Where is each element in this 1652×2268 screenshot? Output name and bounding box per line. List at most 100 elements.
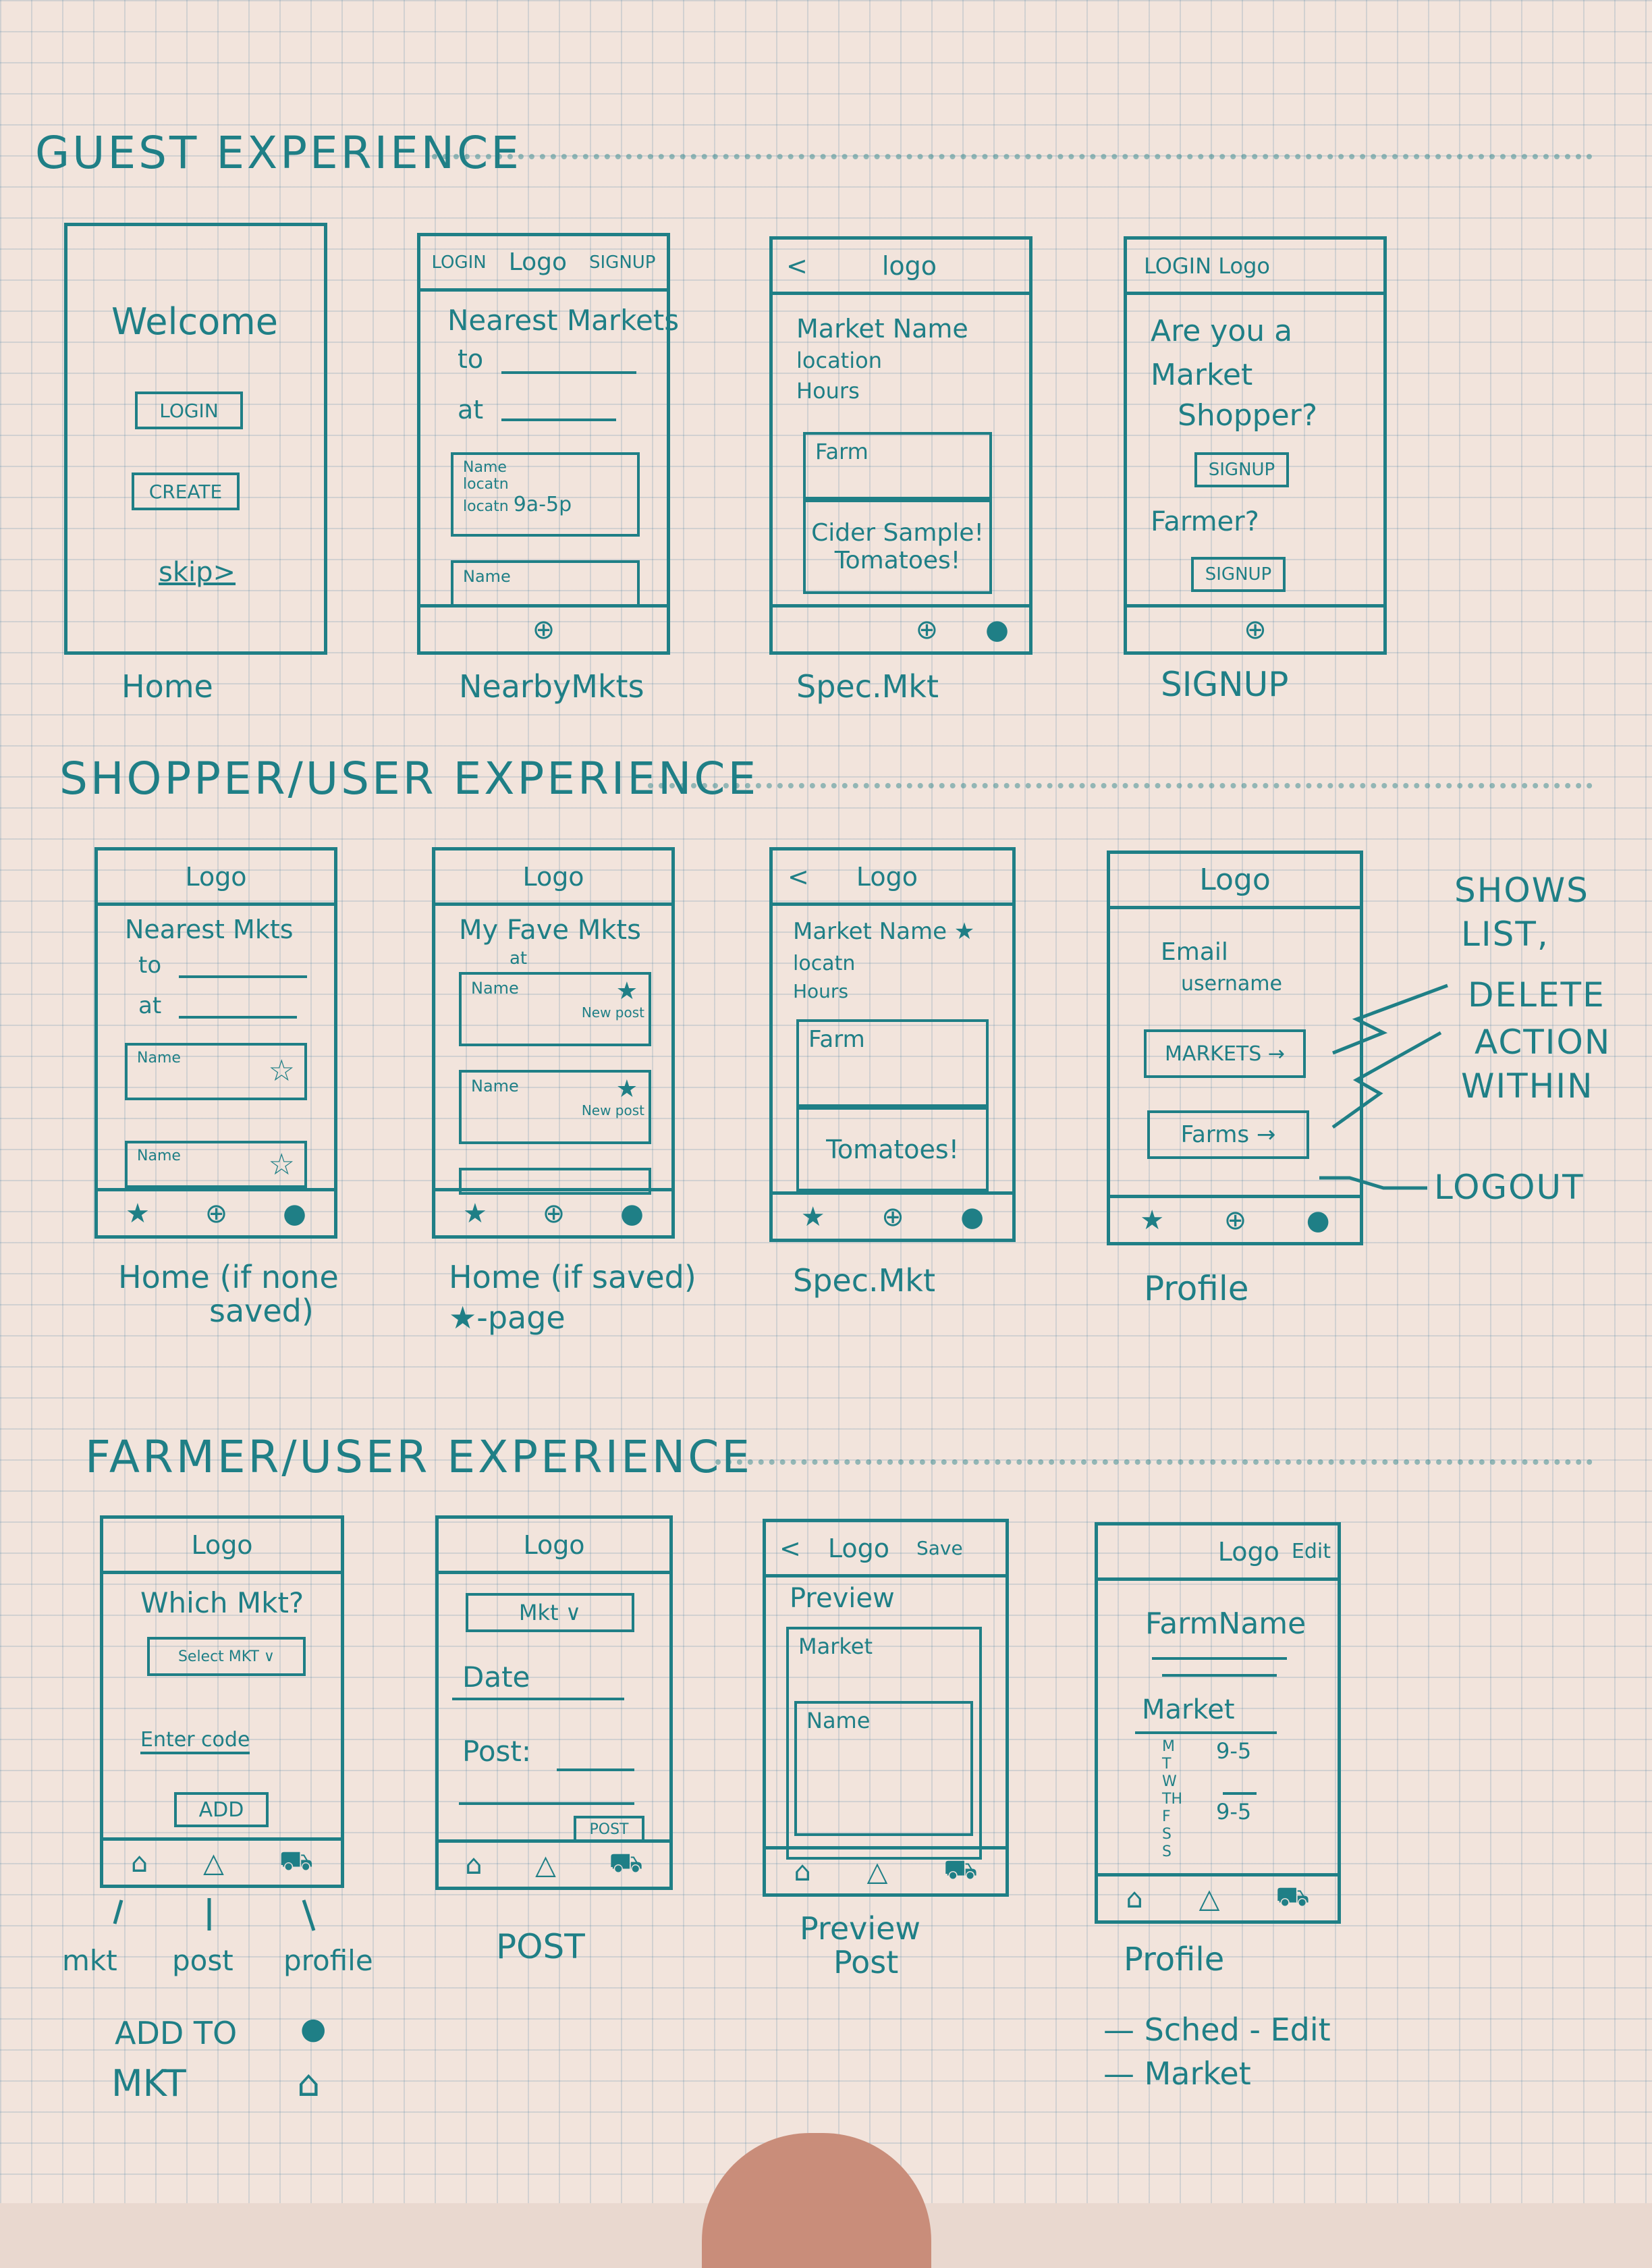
market-card[interactable]: Name ☆ — [125, 1043, 307, 1100]
post-card[interactable]: Cider Sample! Tomatoes! — [803, 500, 992, 594]
annotation-note: WITHIN — [1461, 1066, 1594, 1106]
user-icon[interactable]: ● — [1306, 1204, 1330, 1236]
user-icon[interactable]: ● — [960, 1201, 985, 1233]
markets-button[interactable]: MARKETS → — [1144, 1029, 1306, 1078]
crosshair-icon[interactable]: ⊕ — [881, 1201, 904, 1233]
date-input[interactable] — [452, 1698, 624, 1700]
tractor-icon[interactable]: ⛟ — [609, 1847, 643, 1879]
market-icon[interactable]: ⌂ — [794, 1856, 811, 1887]
star-icon[interactable]: ☆ — [268, 1054, 295, 1088]
market-icon[interactable]: ⌂ — [130, 1847, 148, 1879]
star-icon[interactable]: ★ — [1140, 1204, 1165, 1236]
to-input[interactable] — [501, 371, 636, 374]
signup-farmer-button[interactable]: SIGNUP — [1191, 557, 1286, 592]
login-button[interactable]: LOGIN — [135, 392, 243, 429]
crosshair-icon[interactable]: ⊕ — [915, 614, 939, 645]
add-button[interactable]: ADD — [174, 1792, 269, 1827]
market-card[interactable]: Name ★ New post — [459, 972, 651, 1046]
market-location: location — [796, 348, 882, 373]
connector-line — [302, 1899, 316, 1931]
hours-text: 9-5 — [1216, 1738, 1252, 1764]
back-icon[interactable]: < — [788, 861, 809, 892]
post-icon[interactable]: △ — [203, 1847, 224, 1879]
post-text: Cider Sample! — [811, 519, 984, 547]
top-bar: LOGIN Logo — [1127, 240, 1383, 295]
at-input[interactable] — [179, 1016, 297, 1019]
back-icon[interactable]: < — [779, 1533, 801, 1563]
post-label: Post: — [462, 1735, 532, 1768]
top-bar: Logo — [98, 850, 334, 906]
tractor-icon[interactable]: ⛟ — [1275, 1881, 1310, 1912]
to-input[interactable] — [179, 975, 307, 978]
farm-name: FarmName — [1145, 1606, 1306, 1641]
caption-farmer-preview: Preview — [800, 1910, 921, 1947]
bottom-bar: ⌂ △ ⛟ — [103, 1837, 341, 1885]
save-button[interactable]: Save — [916, 1537, 963, 1559]
crosshair-icon[interactable]: ⊕ — [204, 1197, 228, 1229]
at-input[interactable] — [501, 418, 616, 421]
to-label: to — [458, 344, 484, 374]
wireframe-guest-signup: LOGIN Logo Are you a Market Shopper? SIG… — [1124, 236, 1387, 655]
add-to-mkt-note: ADD TO — [115, 2015, 238, 2051]
post-icon[interactable]: △ — [866, 1856, 888, 1887]
star-icon[interactable]: ★ — [462, 1197, 487, 1229]
tractor-icon[interactable]: ⛟ — [943, 1854, 978, 1885]
crosshair-icon[interactable]: ⊕ — [1244, 614, 1267, 645]
star-icon[interactable]: ★ — [615, 1075, 638, 1103]
market-dropdown[interactable]: Mkt ∨ — [466, 1593, 634, 1632]
back-icon[interactable]: < — [786, 250, 808, 281]
schedule-day: S — [1162, 1843, 1172, 1860]
schedule-day: S — [1162, 1826, 1172, 1843]
star-icon[interactable]: ★ — [125, 1197, 150, 1229]
skip-link[interactable]: skip> — [159, 557, 236, 588]
divider — [1152, 1657, 1287, 1660]
edit-button[interactable]: Edit — [1291, 1540, 1331, 1563]
signup-shopper-button[interactable]: SIGNUP — [1194, 452, 1289, 487]
logo: Logo — [185, 861, 247, 892]
logo: Logo — [508, 248, 568, 276]
market-card[interactable]: Name ☆ — [125, 1141, 307, 1188]
user-icon[interactable]: ● — [985, 614, 1009, 645]
post-icon[interactable]: △ — [535, 1849, 556, 1881]
post-card[interactable]: Tomatoes! — [796, 1107, 989, 1191]
post-input[interactable] — [557, 1769, 634, 1771]
section-divider-guest — [432, 154, 1593, 159]
crosshair-icon[interactable]: ⊕ — [1223, 1204, 1247, 1236]
user-icon[interactable]: ● — [620, 1197, 644, 1229]
enter-code-input[interactable]: Enter code — [140, 1728, 250, 1754]
new-post-badge: New post — [581, 1102, 644, 1118]
farm-card[interactable]: Farm — [796, 1019, 989, 1107]
crosshair-icon[interactable]: ⊕ — [532, 614, 555, 645]
question-text: Shopper? — [1178, 398, 1318, 433]
fave-heading: My Fave Mkts — [459, 915, 641, 946]
post-input[interactable] — [459, 1802, 634, 1805]
market-icon[interactable]: ⌂ — [465, 1849, 483, 1881]
star-icon[interactable]: ★ — [615, 977, 638, 1005]
post-icon[interactable]: △ — [1199, 1883, 1220, 1914]
market-card[interactable]: Name locatn locatn 9a-5p — [451, 452, 640, 537]
new-post-badge: New post — [581, 1004, 644, 1021]
create-button[interactable]: CREATE — [132, 473, 240, 510]
farms-button[interactable]: Farms → — [1147, 1110, 1309, 1159]
profile-bullet: — Sched - Edit — [1103, 2012, 1331, 2048]
card-name: Name — [137, 1148, 181, 1164]
login-link[interactable]: LOGIN — [431, 252, 487, 273]
tractor-icon[interactable]: ⛟ — [279, 1845, 314, 1877]
market-icon[interactable]: ⌂ — [1126, 1883, 1143, 1914]
select-market-dropdown[interactable]: Select MKT ∨ — [147, 1637, 306, 1676]
post-button[interactable]: POST — [574, 1816, 644, 1843]
schedule-day: T — [1162, 1756, 1172, 1773]
star-icon[interactable]: ☆ — [268, 1148, 295, 1182]
market-name: Market Name — [796, 314, 968, 344]
login-logo[interactable]: LOGIN Logo — [1144, 252, 1270, 279]
signup-link[interactable]: SIGNUP — [589, 252, 656, 273]
annotation-connectors — [113, 983, 1448, 1931]
user-icon[interactable]: ● — [283, 1197, 307, 1229]
preview-title: Preview — [790, 1583, 895, 1614]
star-icon[interactable]: ★ — [800, 1201, 825, 1233]
market-card[interactable]: Name ★ New post — [459, 1070, 651, 1144]
farm-card[interactable]: Farm — [803, 432, 992, 500]
market-heading: Market — [1142, 1694, 1235, 1725]
market-card[interactable] — [459, 1168, 651, 1195]
crosshair-icon[interactable]: ⊕ — [542, 1197, 566, 1229]
